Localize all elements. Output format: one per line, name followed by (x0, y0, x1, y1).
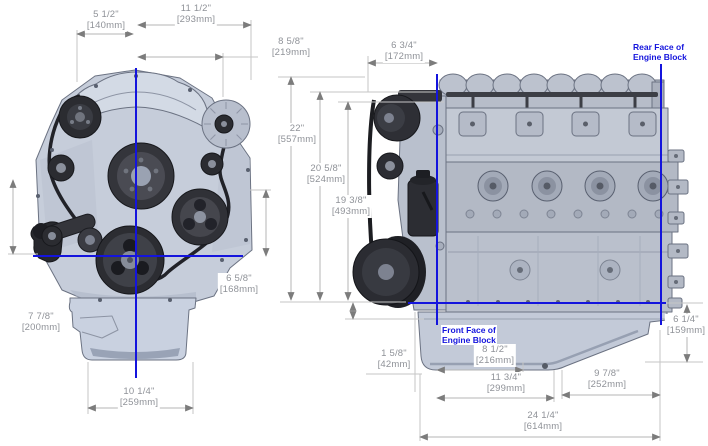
dim-inches: 5 1/2" (93, 9, 119, 20)
dim-mm: [259mm] (119, 397, 159, 409)
fuel-rail (446, 92, 658, 97)
dim-inches: 19 3/8" (335, 195, 367, 206)
dim-inches: 6 1/4" (673, 314, 699, 325)
dim-11-1-2: 11 1/2"[293mm] (174, 3, 218, 26)
centerlines (33, 64, 666, 378)
rear-face-label-line2: Engine Block (633, 52, 687, 63)
rear-face-label: Rear Face of Engine Block (632, 42, 688, 63)
dim-inches: 11 1/2" (180, 3, 212, 14)
dim-mm: [524mm] (306, 174, 346, 186)
dim-inches: 8 1/2" (482, 344, 508, 355)
dim-8-1-2: 8 1/2"[216mm] (473, 344, 517, 367)
dim-inches: 1 5/8" (381, 348, 407, 359)
dim-22: 22"[557mm] (275, 123, 319, 146)
front-face-label-line1: Front Face of (442, 325, 496, 335)
dim-mm: [42mm] (377, 359, 411, 371)
dim-inches: 10 1/4" (123, 386, 155, 397)
engine-block-side (445, 231, 673, 313)
dim-mm: [614mm] (523, 421, 563, 433)
oil-pan-front (68, 297, 197, 361)
dim-mm: [159mm] (666, 325, 706, 337)
dim-mm: [168mm] (219, 284, 259, 296)
dim-inches: 20 5/8" (310, 163, 342, 174)
dim-24-1-4: 24 1/4"[614mm] (521, 410, 565, 433)
rear-face-label-line1: Rear Face of (633, 42, 685, 52)
dim-inches: 11 3/4" (490, 372, 522, 383)
engine-front-view (30, 69, 253, 361)
dim-6-1-4: 6 1/4"[159mm] (664, 314, 708, 337)
dim-mm: [140mm] (86, 20, 126, 32)
bellhousing-tabs (667, 149, 689, 309)
dim-inches: 7 7/8" (28, 311, 54, 322)
dim-1-5-8: 1 5/8"[42mm] (375, 348, 413, 371)
dim-19-3-8: 19 3/8"[493mm] (329, 195, 373, 218)
dim-inches: 24 1/4" (527, 410, 559, 421)
dim-7-7-8: 7 7/8"[200mm] (19, 311, 63, 334)
front-face-label-line2: Engine Block (442, 335, 496, 346)
front-face-label: Front Face of Engine Block (441, 325, 497, 346)
dim-9-7-8: 9 7/8"[252mm] (585, 368, 629, 391)
dim-mm: [200mm] (21, 322, 61, 334)
dim-inches: 9 7/8" (594, 368, 620, 379)
dim-6-3-4: 6 3/4"[172mm] (382, 40, 426, 63)
dim-mm: [252mm] (587, 379, 627, 391)
dim-mm: [493mm] (331, 206, 371, 218)
dim-6-5-8: 6 5/8"[168mm] (217, 273, 261, 296)
dim-mm: [172mm] (384, 51, 424, 63)
dim-inches: 6 3/4" (391, 40, 417, 51)
dim-inches: 6 5/8" (226, 273, 252, 284)
engine-side-view (352, 73, 689, 371)
dim-20-5-8: 20 5/8"[524mm] (304, 163, 348, 186)
dim-inches: 8 5/8" (278, 36, 304, 47)
dim-8-5-8: 8 5/8"[219mm] (269, 36, 313, 59)
dim-10-1-4: 10 1/4"[259mm] (117, 386, 161, 409)
dim-mm: [293mm] (176, 14, 216, 26)
dim-mm: [216mm] (475, 355, 515, 367)
dim-mm: [219mm] (271, 47, 311, 59)
dim-5-1-2: 5 1/2"[140mm] (84, 9, 128, 32)
dim-mm: [299mm] (486, 383, 526, 395)
dim-inches: 22" (289, 123, 305, 134)
reservoir (407, 179, 439, 237)
dim-mm: [557mm] (277, 134, 317, 146)
dim-11-3-4: 11 3/4"[299mm] (484, 372, 528, 395)
